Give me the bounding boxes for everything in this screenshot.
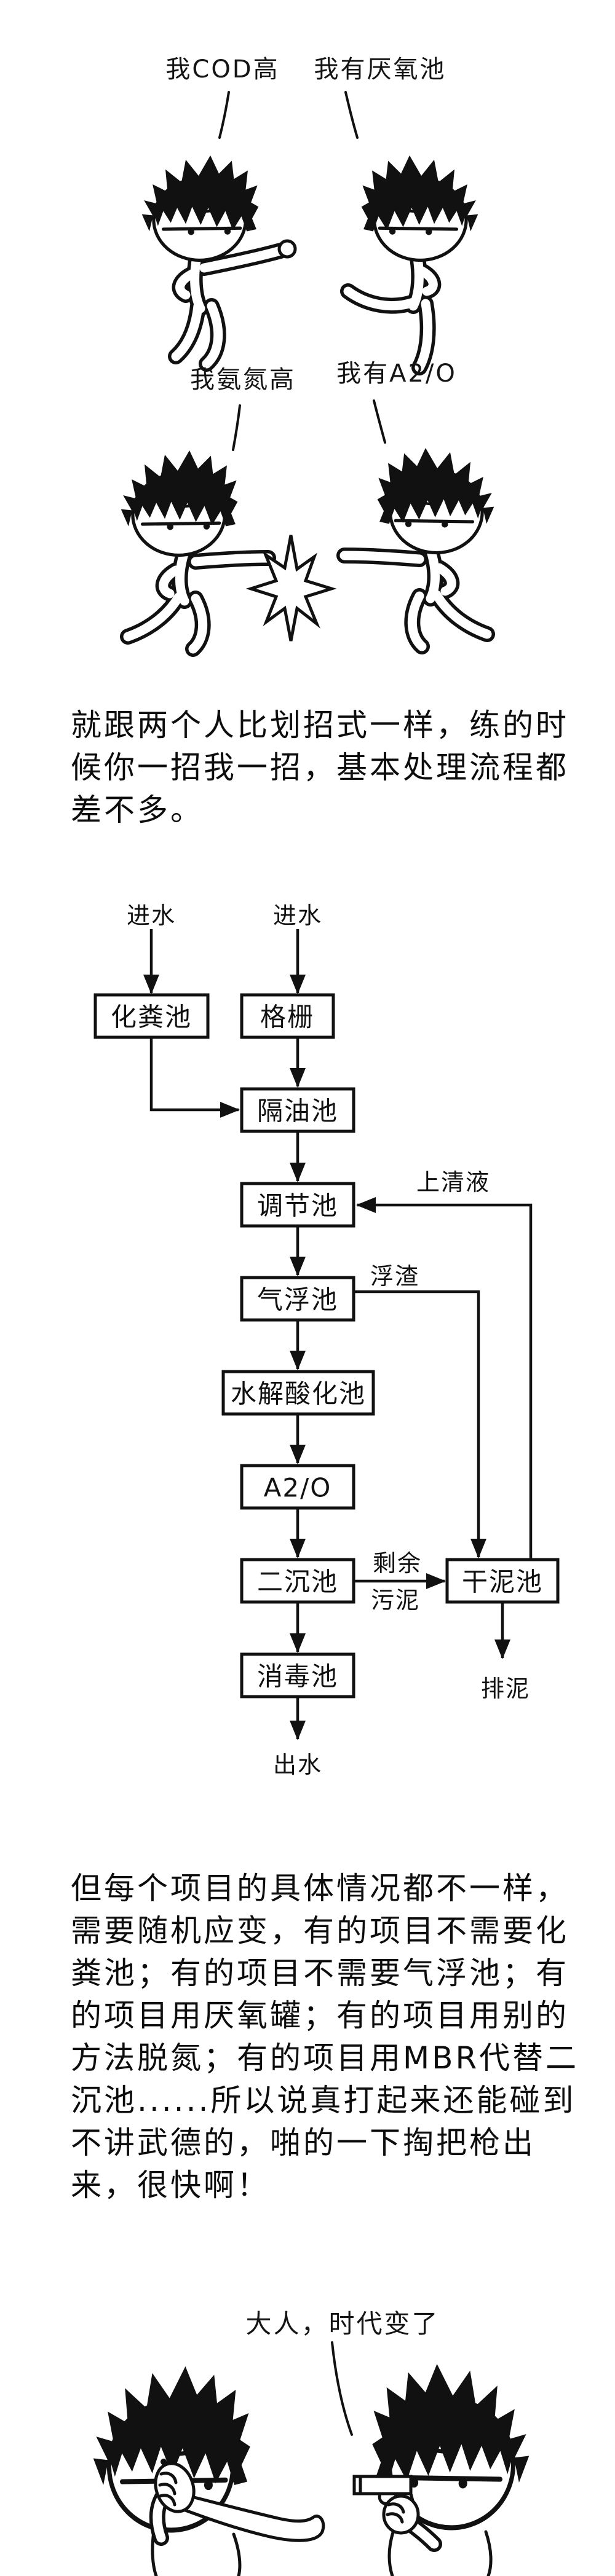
torso-line-right xyxy=(484,2530,493,2576)
scene1-right-speech-tail xyxy=(344,91,359,139)
scene2-character-right xyxy=(336,448,494,654)
scene2-left-speech-tail xyxy=(232,404,241,451)
gripping-hand xyxy=(154,2462,196,2513)
gun-barrel xyxy=(352,2475,413,2496)
label-screen: 格栅 xyxy=(260,1002,314,1032)
scene1-left-speech: 我COD高 xyxy=(165,55,280,84)
label-supernatant: 上清液 xyxy=(416,1169,490,1196)
label-secondary-settling: 二沉池 xyxy=(257,1567,338,1597)
edge-supernatant-return xyxy=(356,1197,533,1560)
flowchart-boxes xyxy=(93,993,560,1698)
scene3-character-right xyxy=(352,2364,529,2576)
label-inlet-left: 进水 xyxy=(127,902,176,929)
scene2-right-speech-tail xyxy=(373,399,386,444)
torso-line-right xyxy=(232,2532,242,2576)
flowchart-edges xyxy=(143,929,533,1740)
box-disinfection-tank xyxy=(240,1652,355,1698)
scene1-right-speech: 我有厌氧池 xyxy=(314,55,446,84)
box-septic-tank xyxy=(93,993,210,1039)
label-disinfection-tank: 消毒池 xyxy=(257,1662,338,1692)
label-inlet-right: 进水 xyxy=(273,902,322,929)
scene3-illustration xyxy=(0,2341,615,2576)
process-flowchart: 进水 进水 化粪池 格栅 隔油池 调节池 气浮池 水解酸化池 A2/O 二沉池 … xyxy=(93,902,560,1778)
box-dry-sludge-tank xyxy=(445,1558,560,1604)
scene1-illustration xyxy=(0,91,615,375)
scene2-right-speech: 我有A2/O xyxy=(336,359,457,388)
torso-line-left xyxy=(387,2529,395,2576)
flowchart-labels: 进水 进水 化粪池 格栅 隔油池 调节池 气浮池 水解酸化池 A2/O 二沉池 … xyxy=(111,902,543,1778)
scene2-character-left xyxy=(121,450,276,657)
label-grease-trap: 隔油池 xyxy=(257,1096,338,1126)
knife-blade xyxy=(175,2492,325,2542)
label-sludge-discharge: 排泥 xyxy=(481,1675,530,1702)
scene2-illustration xyxy=(0,399,615,657)
scene1-character-left xyxy=(142,155,297,372)
fist xyxy=(277,239,297,259)
edge-septic-to-grease xyxy=(149,1037,240,1118)
label-excess-sludge-2: 污泥 xyxy=(371,1587,420,1614)
label-septic-tank: 化粪池 xyxy=(111,1002,192,1032)
box-grease-trap xyxy=(240,1087,355,1133)
scene3-speech: 大人，时代变了 xyxy=(245,2309,440,2339)
label-regulating-tank: 调节池 xyxy=(257,1191,338,1221)
box-air-flotation xyxy=(240,1276,355,1322)
box-screen xyxy=(240,993,335,1039)
finger-lines xyxy=(158,2472,178,2507)
label-outflow: 出水 xyxy=(273,1751,322,1778)
edge-scum-to-sludge-tank xyxy=(354,1290,486,1558)
scene1-character-right xyxy=(340,155,478,375)
label-scum: 浮渣 xyxy=(370,1263,419,1290)
impact-star xyxy=(245,535,337,642)
scene3-speech-tail xyxy=(331,2341,353,2436)
paragraph-2: 但每个项目的具体情况都不一样，需要随机应变，有的项目不需要化粪池；有的项目不需要… xyxy=(71,1871,579,2203)
scene3-character-left xyxy=(93,2366,325,2576)
box-hydrolysis-acidification xyxy=(221,1370,375,1416)
label-excess-sludge-1: 剩余 xyxy=(373,1550,422,1577)
box-regulating-tank xyxy=(240,1182,355,1228)
label-air-flotation: 气浮池 xyxy=(257,1285,338,1315)
label-hydrolysis-acidification: 水解酸化池 xyxy=(231,1379,366,1409)
box-secondary-settling xyxy=(240,1558,355,1604)
finger-lines xyxy=(386,2502,405,2524)
label-dry-sludge-tank: 干泥池 xyxy=(462,1567,543,1597)
scene1-left-speech-tail xyxy=(218,91,230,139)
label-a2o: A2/O xyxy=(264,1473,332,1503)
box-a2o xyxy=(240,1464,355,1510)
paragraph-1: 就跟两个人比划招式一样，练的时候你一招我一招，基本处理流程都差不多。 xyxy=(71,707,569,828)
scene2-left-speech: 我氨氮高 xyxy=(190,366,296,394)
